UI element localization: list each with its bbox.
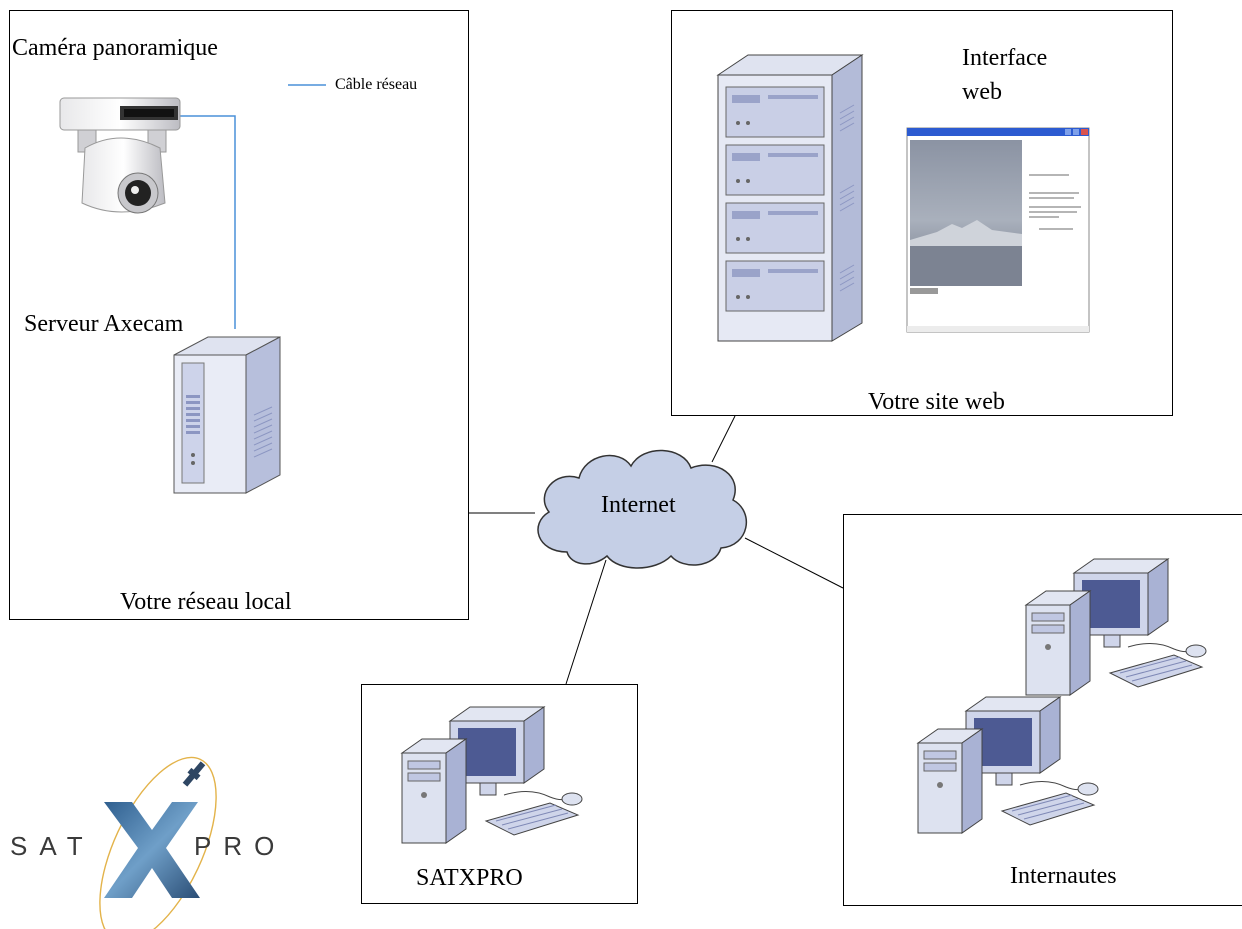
logo-text-pro: PRO [194, 831, 287, 861]
local-network-box: Caméra panoramique Câble réseau Serveur … [9, 10, 469, 620]
satxpro-box-label: SATXPRO [416, 865, 523, 891]
network-cable-legend-line [288, 84, 326, 86]
users-box-label: Internautes [1010, 863, 1117, 889]
rack-server-icon [716, 54, 864, 342]
users-box: Internautes [843, 514, 1242, 906]
satxpro-box: SATXPRO [361, 684, 638, 904]
line-internet-to-users [744, 537, 844, 589]
satxpro-logo: SAT PRO [8, 756, 288, 929]
network-cable-legend-label: Câble réseau [335, 76, 418, 93]
desktop-computer-icon-1 [1024, 558, 1207, 696]
internet-label: Internet [601, 492, 676, 518]
web-interface-label-line1: Interface [962, 45, 1048, 71]
internet-cloud-icon [537, 449, 748, 569]
desktop-computer-icon-2 [916, 696, 1099, 834]
line-website-to-internet [711, 415, 736, 463]
server-label: Serveur Axecam [24, 311, 184, 337]
camera-label: Caméra panoramique [12, 35, 218, 61]
web-interface-screenshot [906, 127, 1090, 333]
network-cable [178, 115, 236, 329]
tower-server-icon [173, 336, 281, 494]
line-internet-to-satxpro [565, 559, 607, 685]
logo-text-sat: SAT [10, 831, 95, 861]
local-network-box-label: Votre réseau local [120, 589, 292, 615]
website-box-label: Votre site web [868, 389, 1005, 415]
web-interface-label-line2: web [962, 79, 1002, 105]
satxpro-logo-graphic [99, 756, 217, 929]
website-box: Interface web Votre site web [671, 10, 1173, 416]
desktop-computer-icon [400, 706, 583, 844]
ptz-camera-icon [59, 97, 181, 214]
